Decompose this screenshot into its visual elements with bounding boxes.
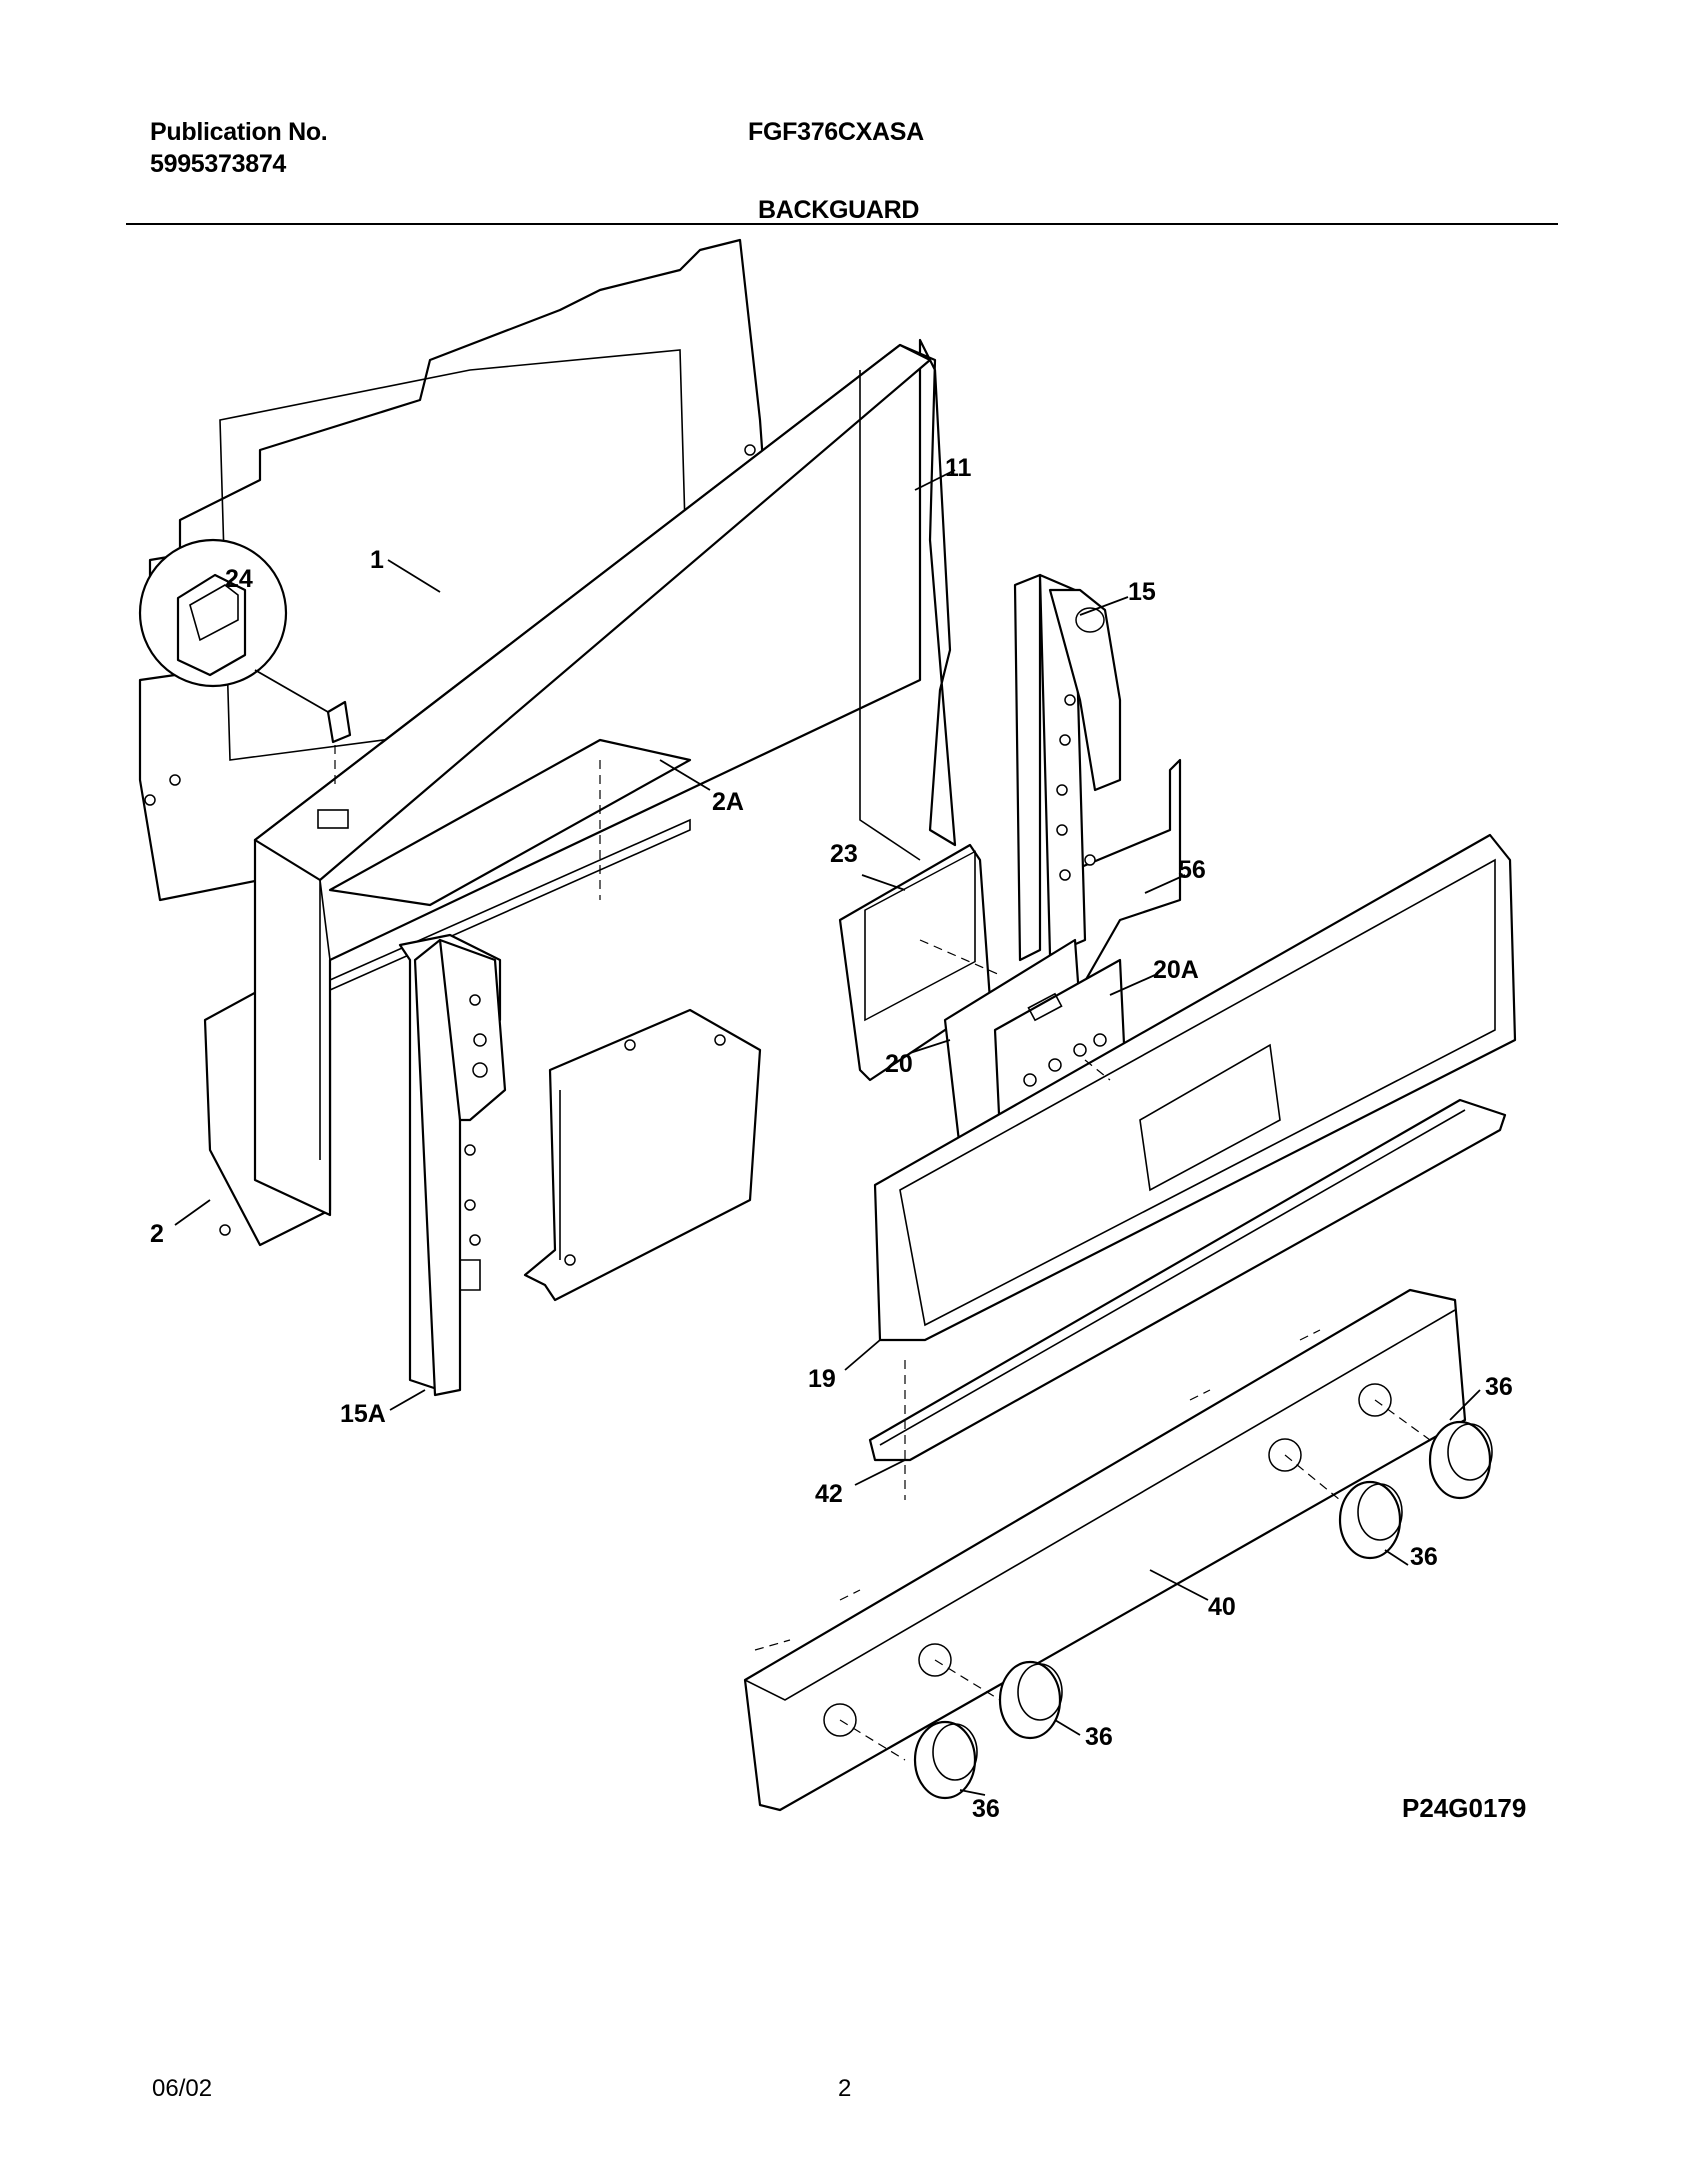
part-center-lower-panel	[523, 1008, 762, 1302]
callout-40: 40	[1208, 1593, 1236, 1621]
page-number: 2	[838, 2075, 852, 2102]
footer-date: 06/02	[152, 2075, 213, 2102]
assembly-lines	[754, 939, 1431, 1761]
callout-15A: 15A	[340, 1400, 386, 1428]
section-title: BACKGUARD	[758, 196, 920, 224]
part-36-knob-2	[998, 1660, 1063, 1740]
part-15A-left-strip	[398, 933, 507, 1397]
leader-lines	[174, 469, 1481, 1796]
part-24-switch-detail	[138, 538, 352, 790]
header-rule	[126, 223, 1558, 225]
callout-36-a: 36	[1485, 1373, 1513, 1401]
callout-20A: 20A	[1153, 956, 1199, 984]
callout-11: 11	[945, 454, 972, 482]
callout-2A: 2A	[712, 788, 744, 816]
callout-19: 19	[808, 1365, 836, 1393]
callout-56: 56	[1178, 856, 1206, 884]
callout-24: 24	[225, 565, 253, 593]
diagram-reference-code: P24G0179	[1402, 1793, 1526, 1823]
callout-20: 20	[885, 1050, 913, 1078]
callout-36-b: 36	[1410, 1543, 1438, 1571]
callout-36-c: 36	[1085, 1723, 1113, 1751]
callout-23: 23	[830, 840, 858, 868]
part-42-trim-strip	[868, 1098, 1507, 1500]
part-36-knob-1	[913, 1720, 978, 1800]
part-15-right-strip	[1013, 573, 1122, 962]
part-36-knob-3	[1338, 1480, 1403, 1560]
publication-label: Publication No.	[150, 118, 328, 146]
part-2A-inner-shelf	[328, 738, 692, 991]
part-40-front-panel	[743, 1288, 1467, 1812]
callout-2: 2	[150, 1220, 164, 1248]
publication-number: 5995373874	[150, 150, 287, 178]
part-36-knob-4	[1428, 1420, 1493, 1500]
callout-36-d: 36	[972, 1795, 1000, 1823]
callout-42: 42	[815, 1480, 843, 1508]
model-number: FGF376CXASA	[748, 118, 924, 146]
callout-15: 15	[1128, 578, 1156, 606]
callout-1: 1	[370, 546, 384, 574]
